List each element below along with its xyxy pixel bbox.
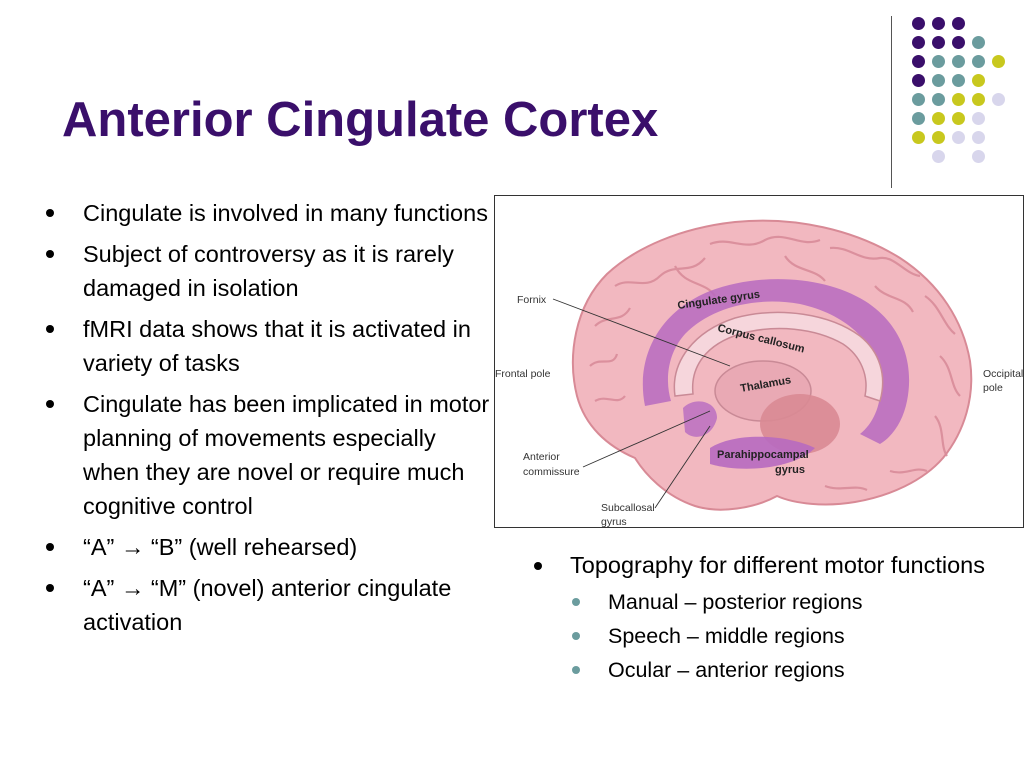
- label-occipital-pole: Occipital: [983, 368, 1023, 380]
- decorative-dot: [932, 36, 945, 49]
- label-parahippocampal-2: gyrus: [775, 464, 805, 476]
- bullet-item: fMRI data shows that it is activated in …: [46, 312, 496, 380]
- label-occipital-pole-2: pole: [983, 382, 1003, 394]
- decorative-dot: [952, 74, 965, 87]
- decorative-dot: [992, 93, 1005, 106]
- decorative-dot: [972, 131, 985, 144]
- decorative-dot: [972, 36, 985, 49]
- decorative-dot: [932, 93, 945, 106]
- right-bullet-list: Topography for different motor functions…: [534, 550, 1014, 687]
- label-anterior-commissure-2: commissure: [523, 466, 580, 478]
- decorative-dot: [952, 131, 965, 144]
- decorative-dot: [952, 36, 965, 49]
- label-leader-lines: [552, 298, 731, 509]
- decorative-dot: [952, 17, 965, 30]
- sub-bullet-list: Manual – posterior regions Speech – midd…: [570, 585, 1014, 687]
- decorative-dot: [932, 112, 945, 125]
- label-anterior-commissure: Anterior: [523, 451, 560, 463]
- decorative-dot: [992, 55, 1005, 68]
- divider-line: [891, 16, 892, 188]
- corpus-callosum-region: [673, 311, 884, 402]
- left-bullet-list: Cingulate is involved in many functions …: [46, 196, 496, 646]
- label-frontal-pole: Frontal pole: [495, 368, 551, 380]
- brain-diagram: Fornix Cingulate gyrus Corpus callosum F…: [494, 195, 1024, 528]
- decorative-dot: [932, 55, 945, 68]
- decorative-dot: [972, 74, 985, 87]
- decorative-dot: [972, 150, 985, 163]
- cingulate-gyrus-region: [642, 279, 910, 444]
- parahippocampal-region: [710, 436, 815, 469]
- decorative-dot: [912, 112, 925, 125]
- decorative-dot: [912, 17, 925, 30]
- decorative-dot: [912, 131, 925, 144]
- gyri-texture: [589, 235, 961, 492]
- label-fornix: Fornix: [517, 294, 547, 306]
- bullet-item: Subject of controversy as it is rarely d…: [46, 237, 496, 305]
- bullet-text: Topography for different motor functions: [570, 552, 985, 578]
- decorative-dot: [952, 55, 965, 68]
- brain-illustration: Fornix Cingulate gyrus Corpus callosum F…: [495, 219, 1023, 528]
- label-parahippocampal: Parahippocampal: [717, 449, 809, 461]
- bullet-item: “A” → “B” (well rehearsed): [46, 530, 496, 564]
- slide-title: Anterior Cingulate Cortex: [62, 93, 659, 147]
- decorative-dot: [932, 150, 945, 163]
- sub-bullet-item: Speech – middle regions: [570, 619, 1014, 653]
- decorative-dot: [972, 55, 985, 68]
- bullet-item: Topography for different motor functions…: [534, 550, 1014, 687]
- decorative-dot: [912, 93, 925, 106]
- decorative-dot: [932, 17, 945, 30]
- decorative-dot: [952, 112, 965, 125]
- decorative-dot: [932, 131, 945, 144]
- label-subcallosal-2: gyrus: [601, 516, 627, 528]
- decorative-dot: [912, 55, 925, 68]
- bullet-item: “A” → “M” (novel) anterior cingulate act…: [46, 571, 496, 639]
- decorative-dot: [972, 93, 985, 106]
- decorative-dot: [912, 36, 925, 49]
- bullet-item: Cingulate is involved in many functions: [46, 196, 496, 230]
- bullet-item: Cingulate has been implicated in motor p…: [46, 387, 496, 523]
- label-subcallosal: Subcallosal: [601, 502, 655, 514]
- decorative-dot: [952, 93, 965, 106]
- sub-bullet-item: Ocular – anterior regions: [570, 653, 1014, 687]
- decorative-dot: [932, 74, 945, 87]
- sub-bullet-item: Manual – posterior regions: [570, 585, 1014, 619]
- decorative-dot: [972, 112, 985, 125]
- decorative-dot: [912, 74, 925, 87]
